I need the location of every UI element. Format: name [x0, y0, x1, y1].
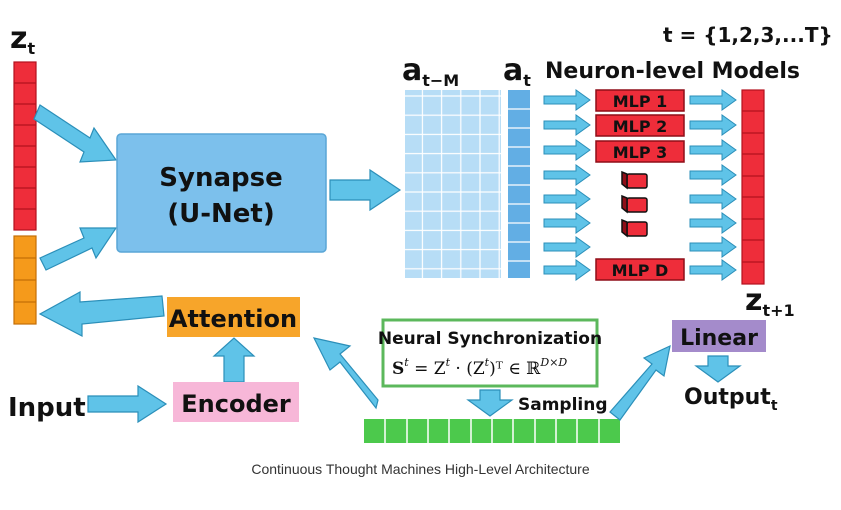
svg-text:Attention: Attention: [169, 305, 297, 333]
neural-synchronization-box: Neural Synchronization St = Zt · (Zt)ᵀ ∈…: [378, 318, 602, 388]
pre-activation-history-grid: [405, 90, 501, 278]
figure-caption: Continuous Thought Machines High-Level A…: [251, 461, 590, 477]
arrows-into-synapse: [33, 104, 118, 271]
mlp-1-box: MLP 1: [595, 89, 685, 112]
synapse-title: Synapse: [159, 163, 282, 193]
encoder-box: Encoder: [173, 382, 299, 422]
svg-text:MLP D: MLP D: [612, 261, 669, 280]
sync-to-linear-arrow: [609, 344, 671, 421]
sampling-label: Sampling: [518, 395, 608, 415]
synchronization-vector: [364, 419, 620, 443]
mlp-d-box: MLP D: [595, 258, 685, 281]
mlp-ellipsis-cubes: [621, 170, 648, 238]
a-t-m-label: at−M: [402, 53, 459, 90]
sampling-arrow: [466, 389, 514, 417]
sync-to-attention-arrow: [312, 337, 379, 410]
z-t1-label: zt+1: [745, 283, 795, 320]
attention-orange-column: [13, 235, 37, 325]
z-t1-red-column: [741, 89, 765, 285]
attention-to-column-arrow: [38, 290, 165, 337]
svg-text:Linear: Linear: [680, 326, 758, 351]
svg-text:Encoder: Encoder: [181, 390, 291, 418]
z-t-label: zt: [10, 21, 35, 58]
neuron-input-arrows: [543, 89, 591, 281]
sync-formula: St = Zt · (Zt)ᵀ ∈ ℝD×D: [392, 356, 567, 379]
mlp-3-box: MLP 3: [595, 140, 685, 163]
a-t-label: at: [503, 53, 531, 90]
neuron-level-models-title: Neuron-level Models: [545, 59, 800, 84]
mlp-2-box: MLP 2: [595, 114, 685, 137]
encoder-to-attention-arrow: [212, 337, 256, 383]
input-to-encoder-arrow: [87, 384, 168, 424]
current-activation-column: [508, 90, 530, 278]
neuron-output-arrows: [689, 89, 737, 281]
svg-text:MLP 1: MLP 1: [613, 92, 668, 111]
synapse-subtitle: (U-Net): [167, 199, 275, 229]
neural-sync-title: Neural Synchronization: [378, 329, 602, 349]
svg-text:MLP 3: MLP 3: [613, 143, 668, 162]
attention-box: Attention: [167, 297, 300, 337]
t-set-label: t = {1,2,3,...T}: [663, 23, 833, 47]
linear-box: Linear: [672, 320, 766, 352]
linear-to-output-arrow: [694, 355, 742, 383]
input-label: Input: [8, 393, 86, 423]
synapse-to-history-arrow: [329, 168, 402, 212]
output-label: Outputt: [684, 385, 778, 414]
svg-text:MLP 2: MLP 2: [613, 117, 668, 136]
synapse-unet-box: Synapse (U-Net): [116, 133, 327, 253]
z-t-red-column: [13, 61, 37, 231]
